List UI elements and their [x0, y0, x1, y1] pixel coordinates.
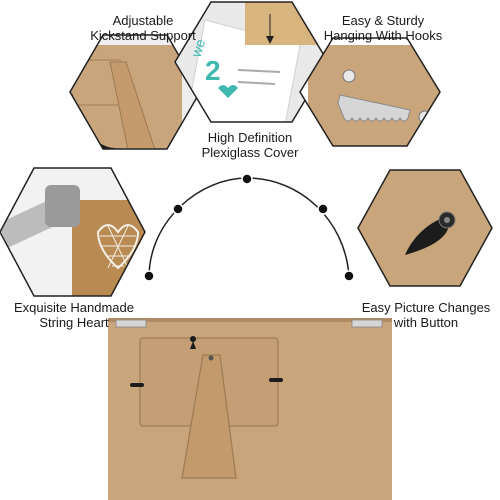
string-heart-hexagon: [0, 167, 146, 297]
caption-button-line1: Easy Picture Changes: [361, 300, 491, 315]
svg-text:2: 2: [205, 55, 221, 86]
plexiglass-hexagon: we 2: [174, 1, 329, 123]
hook-hexagon: [299, 37, 441, 147]
kickstand-hexagon: [69, 34, 201, 150]
caption-kickstand: Adjustable Kickstand Support: [88, 13, 198, 43]
callout-arc: [143, 173, 355, 282]
caption-plexiglass-line1: High Definition: [207, 130, 293, 145]
caption-string-heart-line2: String Heart: [39, 315, 109, 330]
caption-kickstand-line1: Adjustable: [112, 13, 174, 28]
caption-button: Easy Picture Changes with Button: [356, 300, 496, 330]
caption-kickstand-line2: Kickstand Support: [90, 28, 196, 43]
caption-hooks-line1: Easy & Sturdy: [341, 13, 425, 28]
caption-string-heart: Exquisite Handmade String Heart: [4, 300, 144, 330]
caption-plexiglass-line2: Plexiglass Cover: [201, 145, 299, 160]
svg-text:we: we: [187, 37, 208, 60]
caption-hooks: Easy & Sturdy Hanging With Hooks: [318, 13, 448, 43]
caption-string-heart-line1: Exquisite Handmade: [14, 300, 134, 315]
caption-plexiglass: High Definition Plexiglass Cover: [190, 130, 310, 160]
frame-back: [108, 318, 392, 500]
button-hexagon: [357, 169, 493, 287]
caption-hooks-line2: Hanging With Hooks: [323, 28, 443, 43]
caption-button-line2: with Button: [393, 315, 459, 330]
